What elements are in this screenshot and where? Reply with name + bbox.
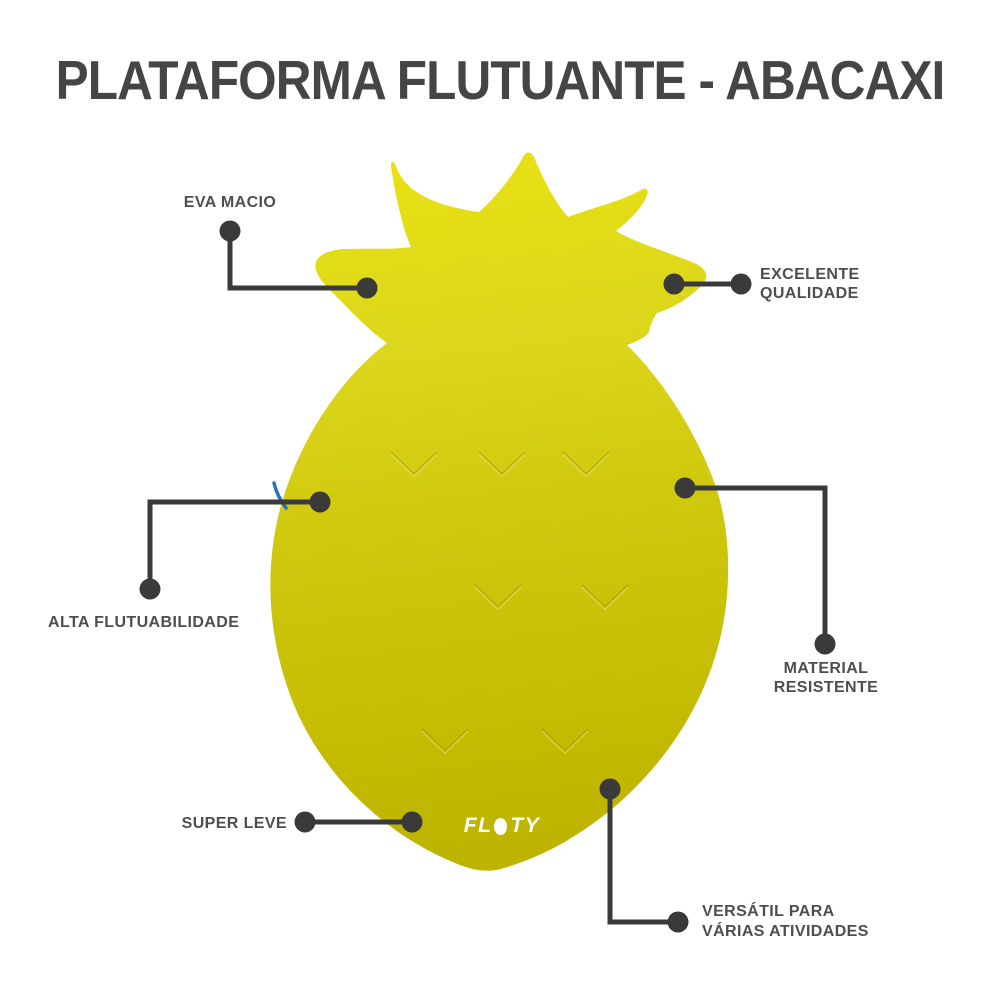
connector-dot — [401, 811, 423, 833]
feature-label-eva-macio: EVA MACIO — [183, 194, 277, 211]
connector-dot — [667, 911, 689, 933]
pineapple-float-shape — [270, 152, 729, 871]
blue-strap-detail — [272, 481, 288, 510]
callout-excelente-qualidade — [663, 273, 752, 295]
chevron-groove — [474, 584, 522, 611]
connector-dot — [139, 578, 161, 600]
chevron-groove — [478, 451, 526, 478]
connector-dot — [730, 273, 752, 295]
connector-dot — [309, 491, 331, 513]
brand-logo: FL O TY — [460, 813, 544, 839]
brand-logo-part: TY — [510, 814, 541, 837]
chevron-groove — [390, 451, 438, 478]
connector-dot — [663, 273, 685, 295]
connector-dot — [814, 633, 836, 655]
feature-label-material-resistente: MATERIAL RESISTENTE — [726, 659, 926, 697]
connector-line — [607, 789, 678, 925]
callout-versatil-atividades — [599, 778, 689, 933]
connector-dot — [219, 220, 241, 242]
callout-material-resistente — [674, 477, 836, 655]
feature-label-line: RESISTENTE — [773, 679, 879, 696]
callout-super-leve — [294, 811, 423, 833]
feature-label-alta-flutuabilidade: ALTA FLUTUABILIDADE — [48, 614, 240, 631]
feature-label-super-leve: SUPER LEVE — [181, 815, 287, 832]
connector-dot — [674, 477, 696, 499]
connector-dot — [356, 277, 378, 299]
chevron-groove — [581, 584, 629, 611]
feature-label-versatil-atividades: VERSÁTIL PARA VÁRIAS ATIVIDADES — [702, 902, 869, 942]
pineapple-texture-grooves — [390, 451, 629, 755]
feature-label-excelente-qualidade: EXCELENTE QUALIDADE — [760, 265, 860, 303]
brand-logo-part: FL — [463, 814, 493, 837]
chevron-groove — [421, 728, 469, 755]
feature-label-line: VÁRIAS ATIVIDADES — [702, 923, 869, 940]
feature-label-line: VERSÁTIL PARA — [702, 903, 835, 920]
connector-dot — [294, 811, 316, 833]
feature-label-line: EXCELENTE — [760, 266, 860, 283]
connector-dot — [599, 778, 621, 800]
chevron-groove — [541, 728, 589, 755]
feature-label-line: MATERIAL — [783, 660, 869, 677]
callout-eva-macio — [219, 220, 378, 299]
chevron-groove — [562, 451, 610, 478]
connector-line — [147, 499, 320, 589]
callout-alta-flutuabilidade — [139, 491, 331, 600]
page-title: PLATAFORMA FLUTUANTE - ABACAXI — [55, 49, 946, 111]
brand-logo-o-icon: O — [494, 817, 508, 835]
connector-line — [227, 231, 367, 291]
connector-line — [685, 485, 828, 644]
feature-label-line: QUALIDADE — [760, 285, 859, 302]
